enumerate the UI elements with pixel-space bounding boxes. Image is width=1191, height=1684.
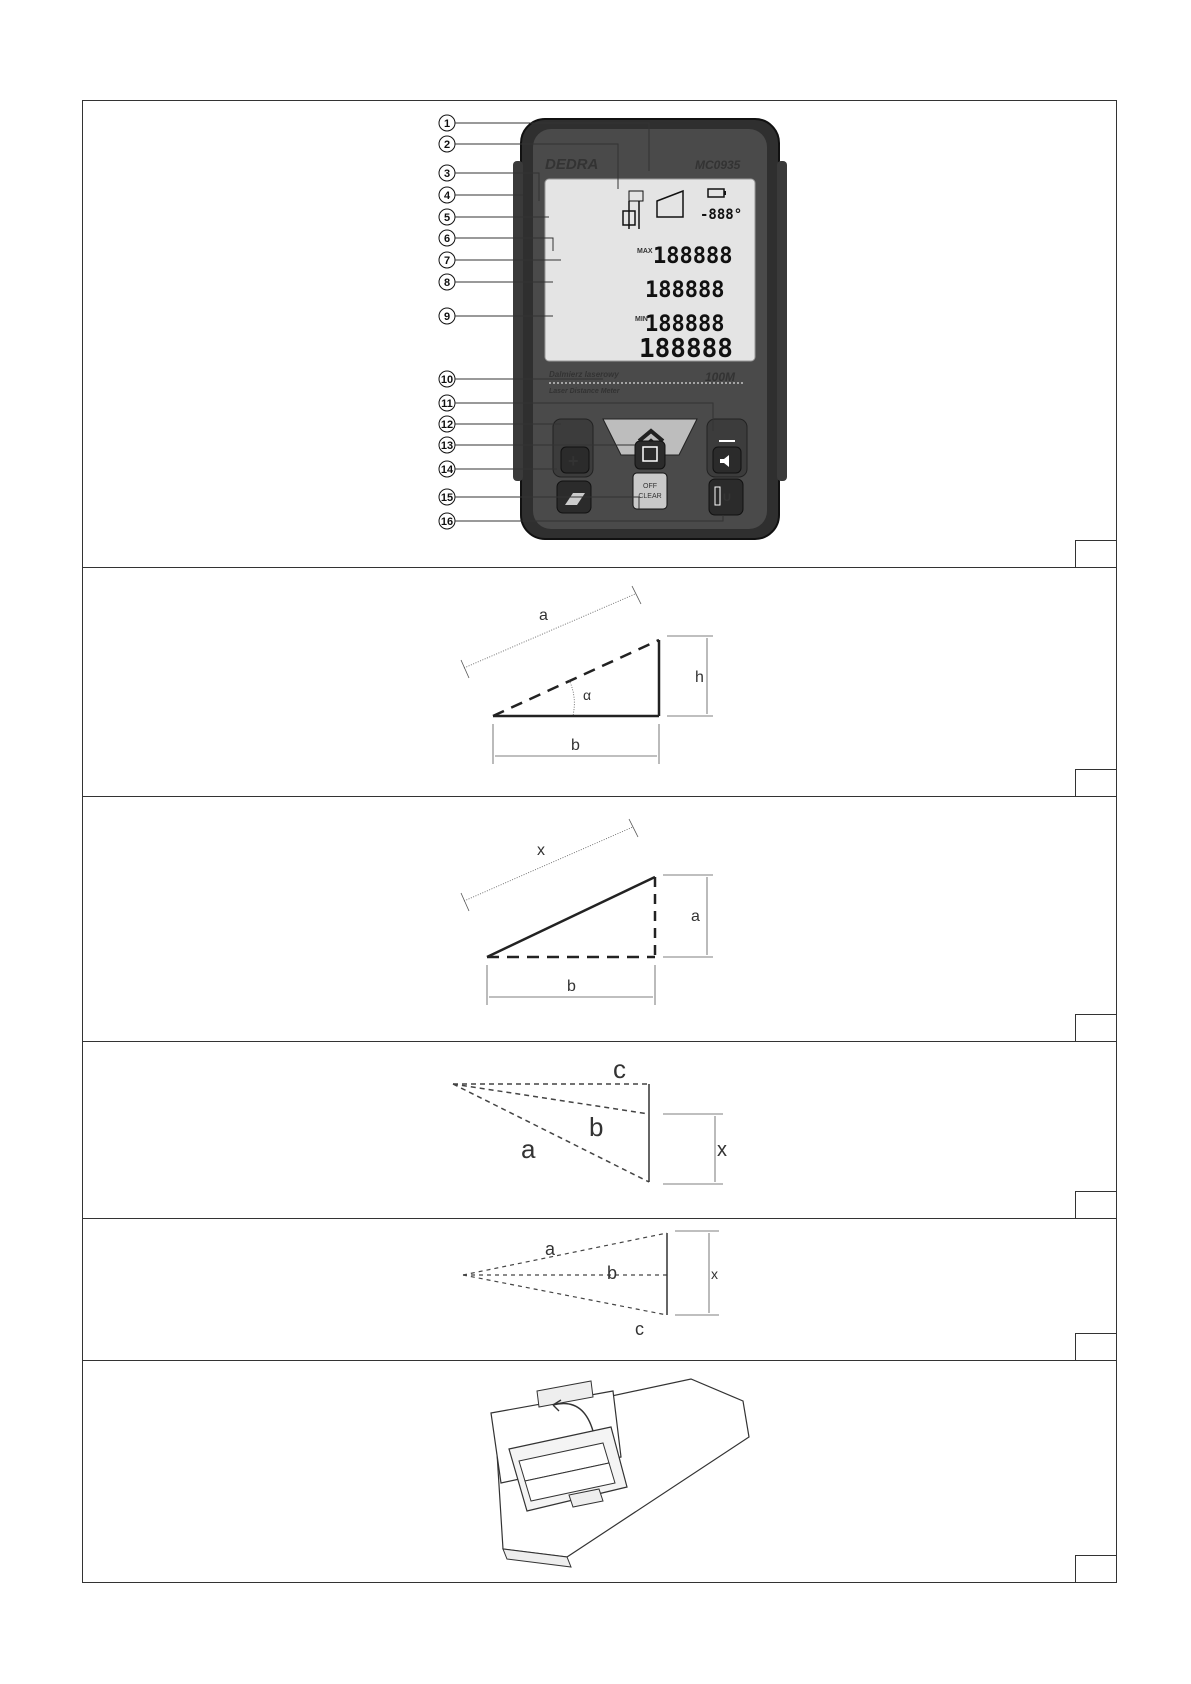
label-b: b (589, 1112, 603, 1142)
svg-text:13: 13 (441, 440, 453, 452)
pythagoras-figure-panel: x a b (82, 796, 1117, 1042)
label-a: a (691, 908, 700, 925)
label-a: a (545, 1239, 556, 1259)
device-illustration: DEDRA MC0935 -888° MAX 188888 188888 MIN… (83, 101, 1118, 569)
indirect-figure-2-panel: a b c x (82, 1218, 1117, 1361)
label-alpha: α (583, 687, 591, 703)
figure-number-box (1075, 1014, 1117, 1042)
label-x: x (711, 1266, 718, 1282)
figure-number-box (1075, 540, 1117, 568)
label-x: x (717, 1139, 727, 1161)
label-b: b (571, 737, 580, 754)
lcd-max-label: MAX (637, 248, 653, 255)
svg-text:16: 16 (441, 516, 453, 528)
label-b: b (607, 1263, 617, 1283)
slope-diagram: a α h b (83, 568, 1118, 798)
off-label: OFF (643, 483, 657, 490)
label-h: h (695, 669, 704, 686)
figure-number-box (1075, 1191, 1117, 1219)
model-label: MC0935 (695, 158, 741, 172)
svg-text:14: 14 (441, 464, 454, 476)
svg-text:1: 1 (444, 118, 450, 130)
indirect-figure-1-panel: c b a x (82, 1041, 1117, 1219)
svg-text:15: 15 (441, 492, 453, 504)
battery-figure-panel (82, 1360, 1117, 1583)
svg-text:3: 3 (444, 168, 450, 180)
svg-text:8: 8 (444, 277, 450, 289)
svg-text:U: U (723, 492, 731, 504)
svg-text:5: 5 (444, 212, 450, 224)
label-c: c (613, 1054, 626, 1084)
callout-4: 4 (439, 187, 523, 203)
svg-text:10: 10 (441, 374, 453, 386)
figure-number-box (1075, 769, 1117, 797)
clear-label: CLEAR (638, 493, 661, 500)
svg-text:2: 2 (444, 139, 450, 151)
label-b: b (567, 978, 576, 995)
svg-text:7: 7 (444, 255, 450, 267)
indirect-diagram-2: a b c x (83, 1219, 1118, 1362)
lcd-line-2: 188888 (645, 278, 724, 303)
device-range: 100M (705, 370, 736, 384)
slope-figure-panel: a α h b (82, 567, 1117, 797)
pythagoras-diagram: x a b (83, 797, 1118, 1043)
svg-text:12: 12 (441, 419, 453, 431)
indirect-diagram-1: c b a x (83, 1042, 1118, 1220)
svg-text:6: 6 (444, 233, 450, 245)
device-name-pl: Dalmierz laserowy (549, 370, 619, 379)
figure-number-box (1075, 1333, 1117, 1361)
lcd-line-4: 188888 (639, 334, 733, 364)
svg-text:11: 11 (441, 398, 453, 410)
device-name-en: Laser Distance Meter (549, 388, 621, 395)
label-c: c (635, 1319, 644, 1339)
device-panel: DEDRA MC0935 -888° MAX 188888 188888 MIN… (82, 100, 1117, 568)
lcd-angle: -888° (700, 207, 742, 223)
off-clear-button[interactable] (633, 473, 667, 509)
svg-text:9: 9 (444, 311, 450, 323)
svg-text:4: 4 (444, 190, 451, 202)
label-a: a (539, 607, 548, 624)
plus-symbol: + (568, 451, 579, 471)
figure-number-box (1075, 1555, 1117, 1583)
lcd-line-1: 188888 (653, 244, 732, 269)
memory-button[interactable] (635, 441, 665, 469)
battery-diagram (83, 1361, 1118, 1584)
brand-logo: DEDRA (545, 156, 598, 173)
label-a: a (521, 1134, 536, 1164)
label-x: x (537, 842, 545, 859)
